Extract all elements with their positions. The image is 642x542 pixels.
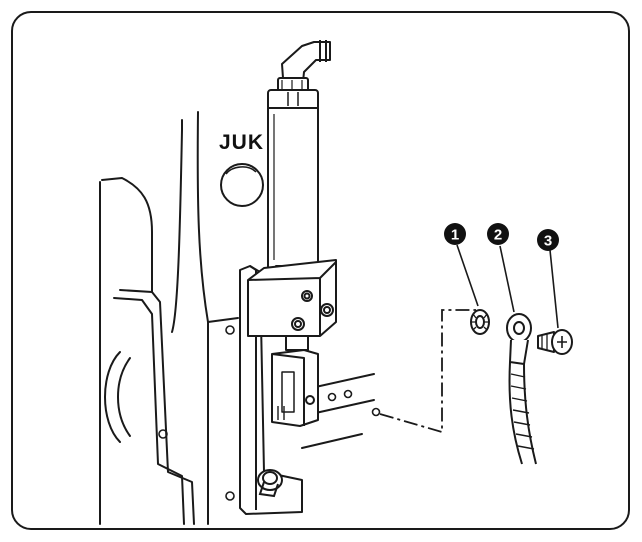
assembly-illustration: JUK [99,40,573,525]
callout-leaders [456,244,559,329]
machine-front-face-right [207,317,239,323]
air-cylinder [267,40,331,277]
bracket-bolt [257,469,283,498]
leader-line-2 [499,245,515,313]
handwheel-arc-inner [117,357,131,437]
illustration-frame: JUK [11,11,630,530]
callout-3: 3 [537,229,559,251]
callout-1: 1 [444,223,466,245]
face-hole [225,491,235,501]
washer-part [470,309,490,335]
mount-hole [371,407,381,417]
face-holes [158,325,381,501]
machine-side-panel [101,177,153,293]
screw-part [537,329,573,355]
callout-2: 2 [487,223,509,245]
machine-arm-top-edge [171,119,183,333]
handwheel-arc [104,351,121,443]
leader-line-1 [456,244,479,307]
badge-circle [220,163,264,207]
callout-1-label: 1 [451,227,459,244]
machine-arm-inner-edge [196,111,209,323]
leader-line-3 [549,249,559,329]
cylinder-barrel [267,107,319,269]
installation-guide-line [379,309,476,434]
face-hole [225,325,235,335]
brand-label: JUK [219,131,264,154]
cylinder-block [247,259,337,337]
bed-strip-right [301,433,363,449]
face-hole [343,389,353,399]
face-hole [327,392,337,402]
ring-terminal-part [506,313,537,465]
machine-side-panel-2 [119,289,195,525]
face-hole [158,429,168,439]
callout-2-label: 2 [494,227,502,244]
callout-3-label: 3 [544,233,552,250]
cylinder-clevis [271,335,319,427]
machine-side-panel-3 [113,297,185,525]
